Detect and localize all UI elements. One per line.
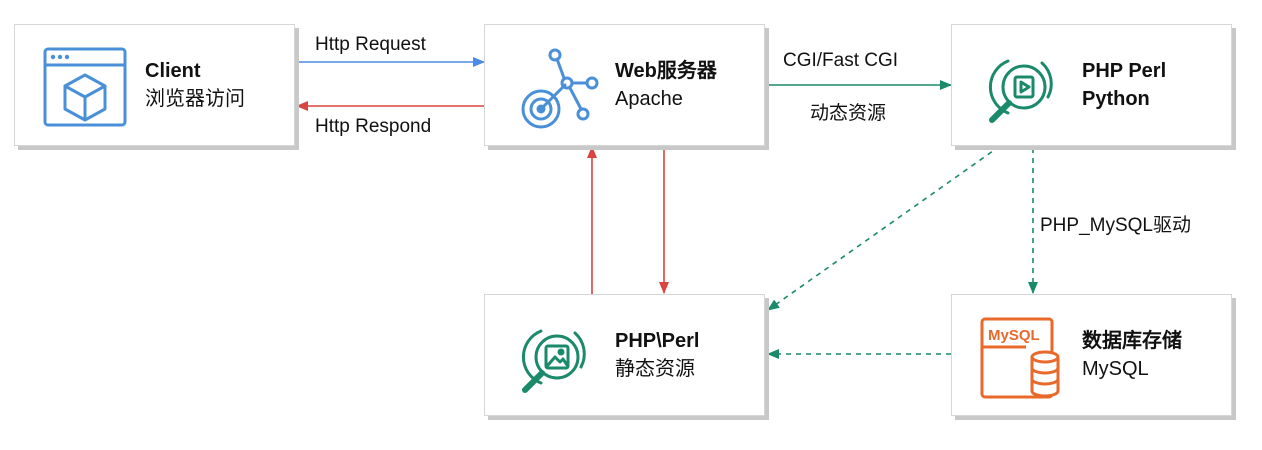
- node-subtitle: Python: [1082, 88, 1150, 110]
- node-title: Web服务器: [615, 60, 717, 82]
- node-php-static[interactable]: PHP\Perl 静态资源: [484, 294, 765, 416]
- edge-label-respond: Http Respond: [315, 116, 432, 137]
- edge-label-cgi: CGI/Fast CGI: [783, 50, 899, 71]
- node-subtitle: 静态资源: [615, 358, 695, 380]
- browser-cube-icon: [43, 47, 127, 127]
- node-subtitle: MySQL: [1082, 358, 1149, 380]
- mysql-logo-text: MySQL: [988, 327, 1040, 344]
- mysql-database-icon: MySQL: [980, 317, 1060, 399]
- edge-label-mysql-driver: PHP_MySQL驱动: [1040, 210, 1191, 237]
- edge-label-request: Http Request: [315, 34, 426, 55]
- network-target-icon: [521, 48, 599, 129]
- edge-dynamic-to-static: [767, 145, 1001, 311]
- node-php-dynamic[interactable]: PHP Perl Python: [951, 24, 1232, 146]
- node-subtitle: Apache: [615, 88, 683, 110]
- node-title: 数据库存储: [1082, 330, 1182, 352]
- node-database[interactable]: MySQL 数据库存储 MySQL: [951, 294, 1232, 416]
- search-play-icon: [988, 59, 1053, 123]
- node-web-server[interactable]: Web服务器 Apache: [484, 24, 765, 146]
- node-title: PHP Perl: [1082, 60, 1167, 82]
- search-image-icon: [521, 329, 586, 393]
- node-title: Client: [145, 60, 201, 82]
- node-client[interactable]: Client 浏览器访问: [14, 24, 295, 146]
- node-title: PHP\Perl: [615, 330, 700, 352]
- node-subtitle: 浏览器访问: [145, 88, 245, 110]
- edge-label-dynamic: 动态资源: [810, 103, 887, 124]
